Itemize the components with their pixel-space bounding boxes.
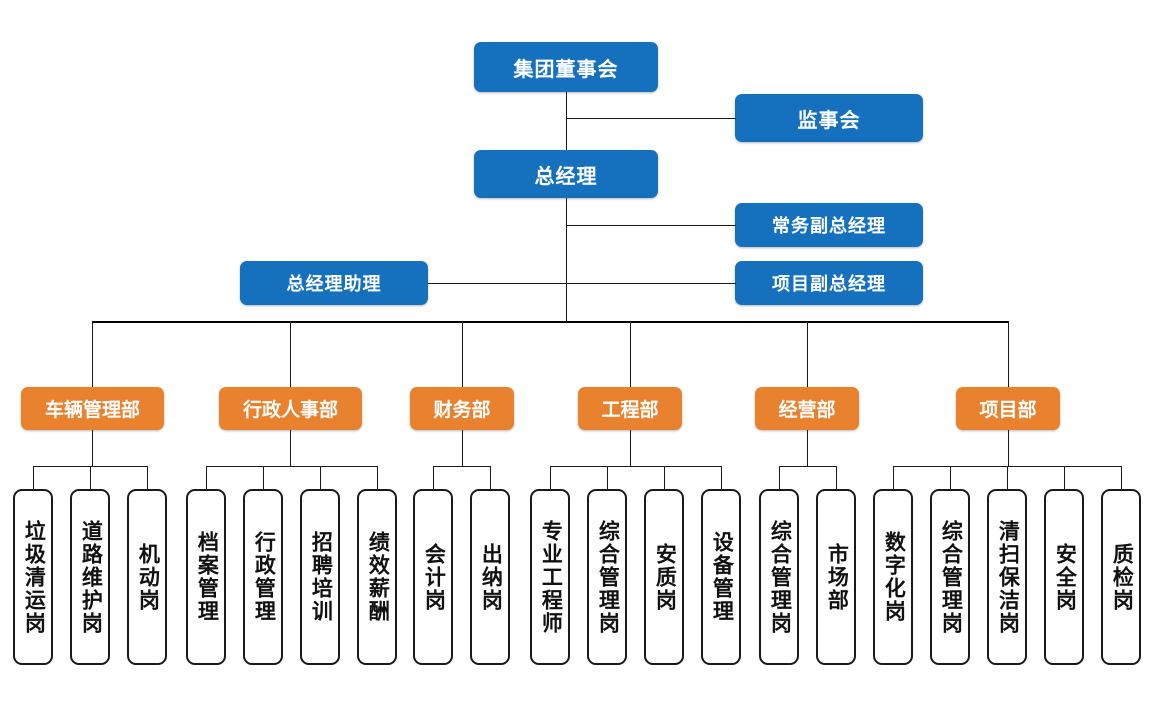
connector-bus-to-dept-6 [1008, 321, 1009, 387]
dept-box-vehicle-management[interactable]: 车辆管理部 [21, 387, 164, 430]
post-label: 设备管理 [710, 531, 734, 623]
leaf-drop-6-2 [950, 466, 951, 489]
leaf-drop-2-1 [206, 466, 207, 489]
post-box[interactable]: 会计岗 [413, 489, 453, 665]
post-box[interactable]: 市场部 [816, 489, 856, 665]
post-box[interactable]: 垃圾清运岗 [13, 489, 53, 665]
leaf-drop-1-1 [33, 466, 34, 489]
post-box[interactable]: 机动岗 [127, 489, 167, 665]
post-label: 绩效薪酬 [366, 531, 390, 623]
post-box[interactable]: 综合管理岗 [587, 489, 627, 665]
post-label: 质检岗 [1110, 542, 1134, 612]
connector-gm-trunk [566, 198, 567, 322]
connector-bus-to-dept-2 [290, 321, 291, 387]
leaf-drop-1-2 [90, 466, 91, 489]
leaf-drop-4-2 [607, 466, 608, 489]
subbus-dept3 [433, 466, 490, 467]
connector-bus-to-dept-1 [92, 321, 93, 387]
leaf-drop-6-1 [893, 466, 894, 489]
connector-dept4-stem [630, 430, 631, 466]
post-box[interactable]: 专业工程师 [530, 489, 570, 665]
post-label: 安全岗 [1053, 542, 1077, 612]
leaf-drop-5-2 [836, 466, 837, 489]
leaf-drop-4-3 [664, 466, 665, 489]
post-box[interactable]: 出纳岗 [470, 489, 510, 665]
connector-dept5-stem [807, 430, 808, 466]
post-label: 综合管理岗 [768, 519, 792, 635]
post-label: 综合管理岗 [596, 519, 620, 635]
leaf-drop-4-1 [550, 466, 551, 489]
post-box[interactable]: 综合管理岗 [759, 489, 799, 665]
connector-trunk-to-project-vice-gm [566, 283, 736, 284]
post-box[interactable]: 综合管理岗 [930, 489, 970, 665]
post-box[interactable]: 绩效薪酬 [357, 489, 397, 665]
post-label: 综合管理岗 [939, 519, 963, 635]
post-box[interactable]: 安全岗 [1044, 489, 1084, 665]
post-box[interactable]: 招聘培训 [300, 489, 340, 665]
post-label: 档案管理 [195, 531, 219, 623]
leaf-drop-6-3 [1007, 466, 1008, 489]
post-label: 清扫保洁岗 [996, 519, 1020, 635]
connector-bus-to-dept-5 [807, 321, 808, 387]
dept-box-admin-hr[interactable]: 行政人事部 [219, 387, 362, 430]
post-label: 招聘培训 [309, 531, 333, 623]
post-box[interactable]: 设备管理 [701, 489, 741, 665]
post-label: 安质岗 [653, 542, 677, 612]
post-label: 会计岗 [422, 542, 446, 612]
node-general-manager[interactable]: 总经理 [474, 150, 658, 198]
post-label: 数字化岗 [882, 531, 906, 623]
post-label: 市场部 [825, 542, 849, 612]
connector-bus-to-dept-3 [462, 321, 463, 387]
leaf-drop-3-2 [490, 466, 491, 489]
leaf-drop-6-4 [1064, 466, 1065, 489]
connector-board-to-gm [566, 92, 567, 150]
dept-box-engineering[interactable]: 工程部 [578, 387, 682, 430]
post-label: 出纳岗 [479, 542, 503, 612]
leaf-drop-6-5 [1121, 466, 1122, 489]
connector-dept1-stem [92, 430, 93, 466]
connector-dept3-stem [462, 430, 463, 466]
connector-dept2-stem [290, 430, 291, 466]
leaf-drop-2-4 [377, 466, 378, 489]
post-label: 道路维护岗 [79, 519, 103, 635]
post-label: 垃圾清运岗 [22, 519, 46, 635]
subbus-dept2 [206, 466, 377, 467]
dept-box-project[interactable]: 项目部 [956, 387, 1060, 430]
connector-trunk-to-gm-assistant [428, 283, 567, 284]
post-box[interactable]: 档案管理 [186, 489, 226, 665]
leaf-drop-5-1 [779, 466, 780, 489]
post-box[interactable]: 道路维护岗 [70, 489, 110, 665]
node-gm-assistant[interactable]: 总经理助理 [240, 261, 428, 305]
post-box[interactable]: 行政管理 [243, 489, 283, 665]
connector-trunk-to-exec-vice-gm [566, 225, 736, 226]
post-label: 专业工程师 [539, 519, 563, 635]
post-box[interactable]: 安质岗 [644, 489, 684, 665]
connector-trunk-to-supervisory [566, 118, 736, 119]
node-supervisory-board[interactable]: 监事会 [735, 94, 923, 142]
leaf-drop-3-1 [433, 466, 434, 489]
post-label: 机动岗 [136, 542, 160, 612]
subbus-dept4 [550, 466, 721, 467]
post-box[interactable]: 清扫保洁岗 [987, 489, 1027, 665]
department-bus-line [92, 321, 1009, 323]
leaf-drop-2-3 [320, 466, 321, 489]
leaf-drop-1-3 [147, 466, 148, 489]
post-label: 行政管理 [252, 531, 276, 623]
post-box[interactable]: 质检岗 [1101, 489, 1141, 665]
node-project-vice-gm[interactable]: 项目副总经理 [735, 261, 923, 305]
post-box[interactable]: 数字化岗 [873, 489, 913, 665]
connector-bus-to-dept-4 [630, 321, 631, 387]
leaf-drop-2-2 [263, 466, 264, 489]
leaf-drop-4-4 [721, 466, 722, 489]
subbus-dept5 [779, 466, 836, 467]
dept-box-finance[interactable]: 财务部 [410, 387, 514, 430]
connector-dept6-stem [1008, 430, 1009, 466]
node-board-of-directors[interactable]: 集团董事会 [474, 42, 658, 92]
node-executive-vice-gm[interactable]: 常务副总经理 [735, 203, 923, 247]
dept-box-operations[interactable]: 经营部 [755, 387, 859, 430]
